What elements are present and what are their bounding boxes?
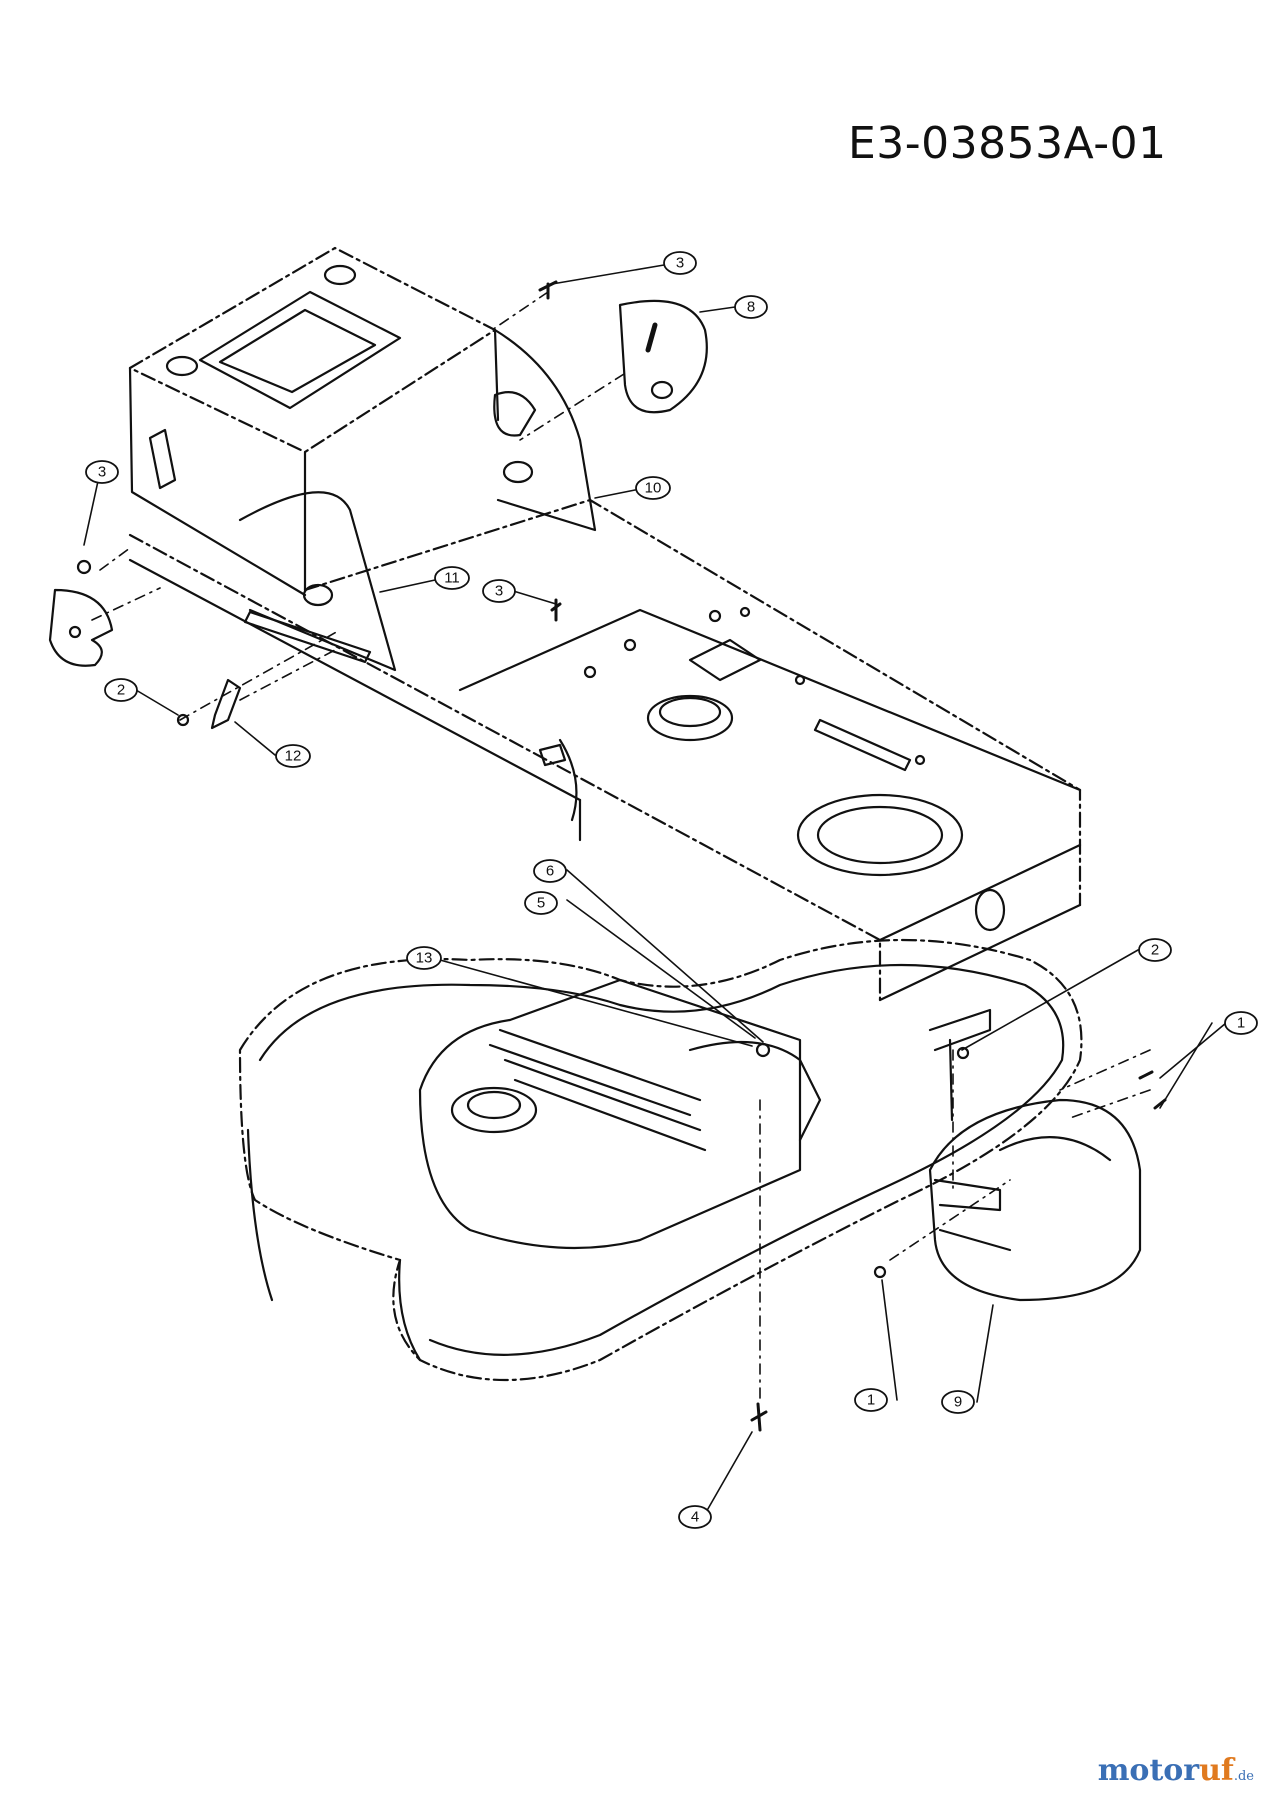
callout-3a: 3 bbox=[663, 251, 697, 275]
leader-lines bbox=[83, 264, 1227, 1515]
assembly-lines bbox=[91, 291, 1151, 1401]
watermark-suffix: .de bbox=[1233, 1769, 1254, 1784]
callout-2a: 2 bbox=[104, 678, 138, 702]
callout-8: 8 bbox=[734, 295, 768, 319]
callout-11-label: 11 bbox=[444, 570, 460, 587]
callout-5: 5 bbox=[524, 891, 558, 915]
mower-deck bbox=[238, 938, 1142, 1382]
callout-12-label: 12 bbox=[285, 748, 302, 765]
plate-part-8 bbox=[618, 299, 708, 414]
callout-5-label: 5 bbox=[537, 895, 545, 912]
callout-11: 11 bbox=[434, 566, 470, 590]
callout-6-label: 6 bbox=[546, 863, 554, 880]
plate-left bbox=[48, 588, 114, 667]
callout-6: 6 bbox=[533, 859, 567, 883]
callout-1b: 1 bbox=[854, 1388, 888, 1412]
callout-9: 9 bbox=[941, 1390, 975, 1414]
callout-1a: 1 bbox=[1224, 1011, 1258, 1035]
bolts bbox=[76, 280, 1167, 1432]
callout-4-label: 4 bbox=[691, 1509, 699, 1526]
callout-3a-label: 3 bbox=[676, 255, 684, 272]
callout-12: 12 bbox=[275, 744, 311, 768]
callout-3c-label: 3 bbox=[495, 583, 503, 600]
callout-10: 10 bbox=[635, 476, 671, 500]
callout-2a-label: 2 bbox=[117, 682, 125, 699]
callout-3b: 3 bbox=[85, 460, 119, 484]
drawing-id: E3-03853A-01 bbox=[848, 118, 1167, 169]
watermark-part2: uf bbox=[1199, 1753, 1234, 1788]
frame bbox=[128, 246, 1082, 1002]
callout-9-label: 9 bbox=[954, 1394, 962, 1411]
callout-10-label: 10 bbox=[645, 480, 662, 497]
callout-4: 4 bbox=[678, 1505, 712, 1529]
bracket-part-12 bbox=[210, 678, 242, 730]
callout-2b-label: 2 bbox=[1151, 942, 1159, 959]
callout-13: 13 bbox=[406, 946, 442, 970]
callout-1a-label: 1 bbox=[1237, 1015, 1245, 1032]
watermark-logo: motoruf.de bbox=[1098, 1753, 1254, 1788]
callout-3c: 3 bbox=[482, 579, 516, 603]
callout-3b-label: 3 bbox=[98, 464, 106, 481]
watermark-part1: motor bbox=[1097, 1753, 1200, 1788]
callout-13-label: 13 bbox=[416, 950, 433, 967]
callout-2b: 2 bbox=[1138, 938, 1172, 962]
callout-8-label: 8 bbox=[747, 299, 755, 316]
callout-1b-label: 1 bbox=[867, 1392, 875, 1409]
